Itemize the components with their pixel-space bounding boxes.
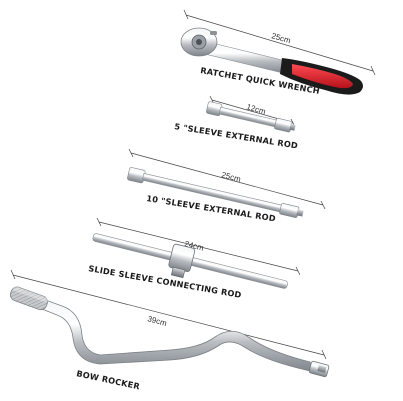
short-extension-image [206,101,296,133]
t-bar-group: 24cm SLIDE SLEEVE CONNECTING ROD [88,217,301,300]
long-extension-name-label: 10 "SLEEVE EXTERNAL ROD [146,193,277,223]
long-extension-group: 25cm 10 "SLEEVE EXTERNAL ROD [127,148,326,223]
short-extension-group: 12cm 5 "SLEEVE EXTERNAL ROD [174,95,299,151]
long-extension-length-label: 25cm [220,170,242,184]
long-extension-image [127,167,304,218]
bow-rocker-group: 39cm BOW ROCKER [9,269,330,391]
ratchet-wrench-group: 25cm RATCHET QUICK WRENCH [180,9,376,96]
bow-rocker-length-label: 39cm [146,314,168,328]
t-bar-dimension-line [96,217,301,276]
long-extension-dimension-line [128,148,326,210]
ratchet-dimension-line [183,9,376,76]
bow-rocker-name-label: BOW ROCKER [76,368,142,391]
bow-rocker-image [9,286,330,378]
t-bar-image [92,233,288,289]
ratchet-wrench-image [180,27,363,95]
bow-rocker-dimension-line [10,269,327,360]
